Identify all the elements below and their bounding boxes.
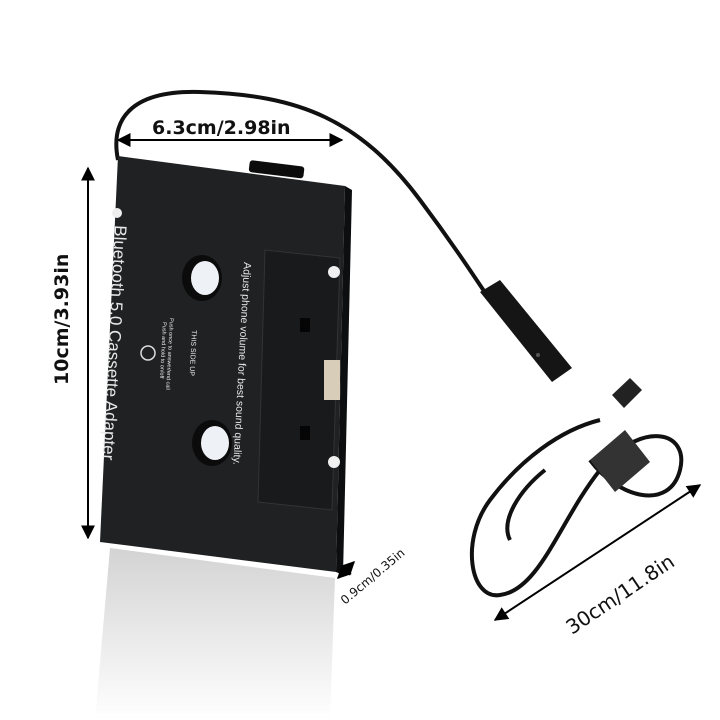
thickness-arrow bbox=[337, 561, 355, 579]
cassette-reflection bbox=[95, 548, 335, 720]
phone-button-icon bbox=[140, 345, 156, 361]
bluetooth-icon bbox=[112, 208, 122, 218]
cable-length-arrow bbox=[493, 484, 702, 621]
height-label: 10cm/3.93in bbox=[51, 254, 73, 385]
width-label: 6.3cm/2.98in bbox=[152, 117, 291, 139]
aux-plug bbox=[480, 280, 572, 382]
usb-a-connector bbox=[590, 430, 650, 492]
button-hint-2: Push and hold to on/off bbox=[158, 322, 167, 379]
cable-length-label: 30cm/11.8in bbox=[561, 549, 678, 639]
cassette-adapter bbox=[100, 156, 352, 575]
aux-cable bbox=[114, 89, 492, 302]
button-hint-1: Push once to answer/end call bbox=[164, 318, 174, 390]
cassette-side-label: THIS SIDE UP bbox=[188, 330, 197, 377]
usb-c-connector bbox=[612, 378, 642, 408]
thickness-label: 0.9cm/0.35in bbox=[338, 546, 408, 608]
